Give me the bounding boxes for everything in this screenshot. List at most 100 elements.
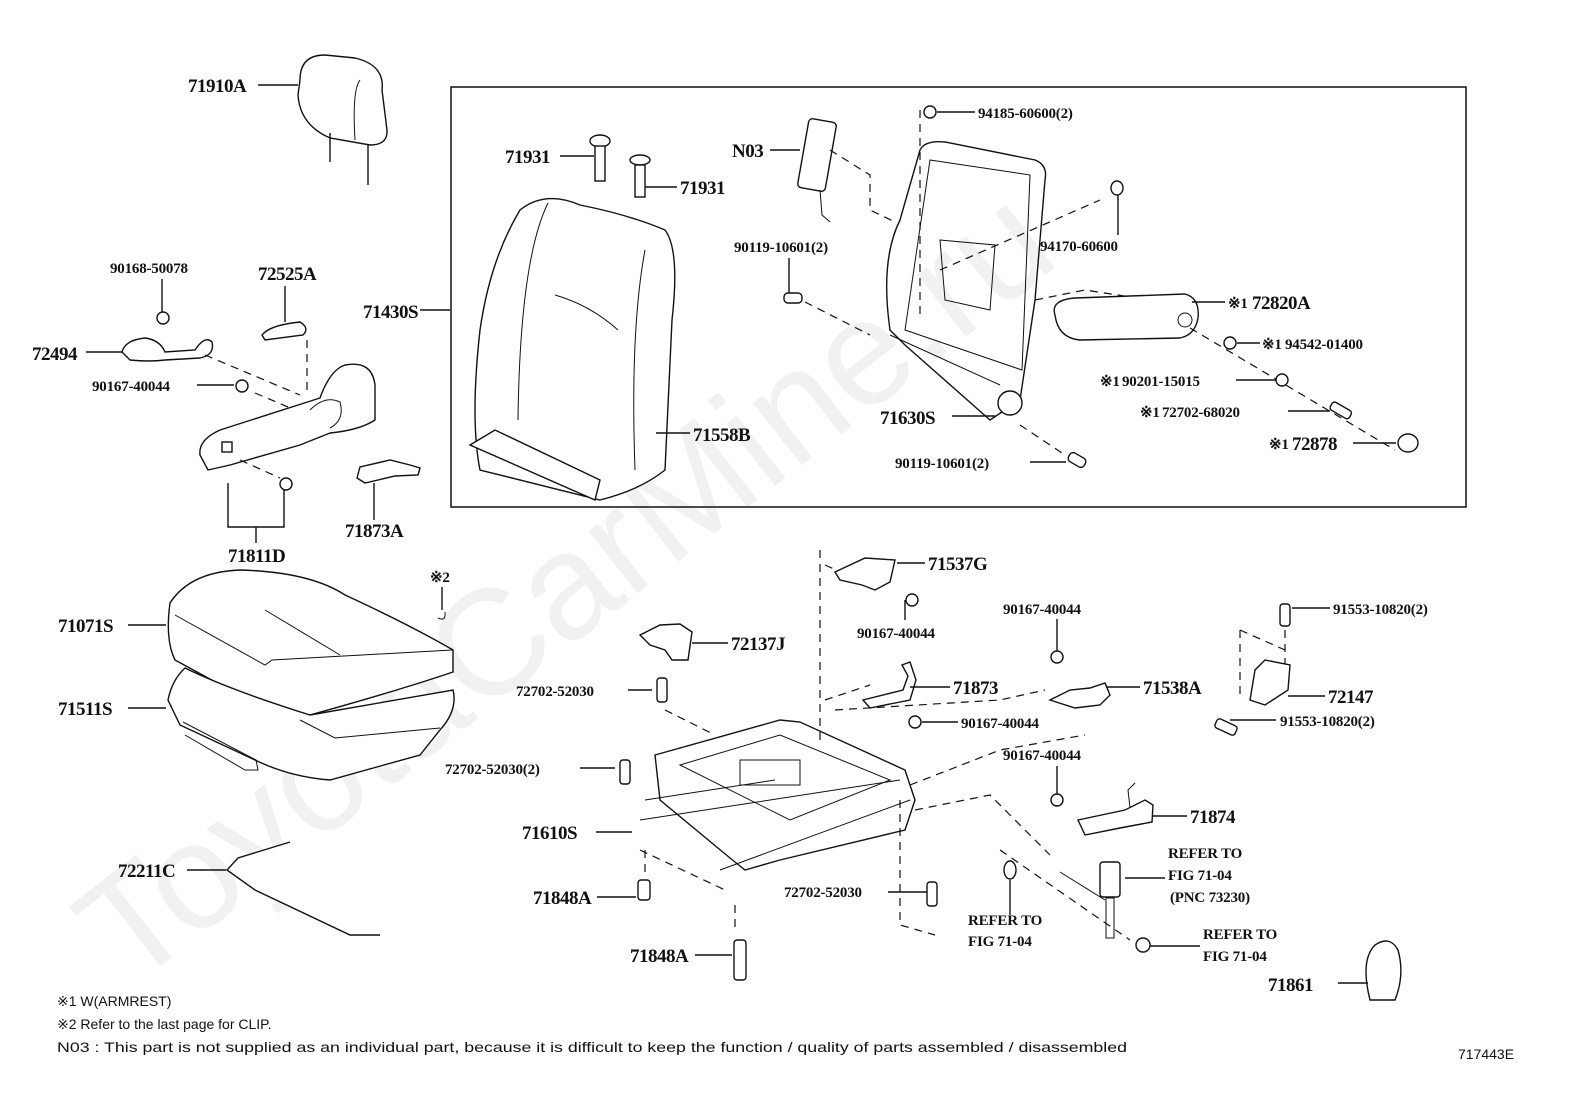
clip-71811D[interactable] (279, 477, 293, 491)
seatback-cover-part[interactable] (468, 197, 676, 501)
seat-track-71610S[interactable] (639, 719, 916, 871)
refer-buckle-line2: FIG 71-04 (1168, 868, 1232, 884)
label-71874: 71874 (1190, 807, 1236, 828)
side-airbag-part[interactable] (797, 118, 837, 223)
bolt-72702-52030-2[interactable] (619, 759, 631, 785)
label-72878: 72878 (1292, 434, 1337, 455)
clip-icon (437, 611, 446, 620)
wire-72211C[interactable] (225, 841, 380, 936)
cover-71861[interactable] (1365, 940, 1402, 1001)
label-90201-15015: 90201-15015 (1122, 374, 1200, 390)
screw-90167-71537G[interactable] (905, 593, 919, 607)
bolt-72702-68020[interactable] (1329, 401, 1353, 420)
label-90167-40044-71873: 90167-40044 (961, 716, 1039, 732)
bolt-90119-upper[interactable] (783, 292, 803, 304)
mark-1-72820A: ※1 (1228, 296, 1248, 312)
bolt-91553-bottom[interactable] (1214, 718, 1238, 736)
mark-1-72702: ※1 (1140, 405, 1160, 421)
seatback-group-box (450, 86, 1467, 508)
refer-a-line1: REFER TO (968, 913, 1042, 929)
washer-94542[interactable] (1223, 336, 1237, 350)
anchor-plate[interactable] (1003, 860, 1017, 880)
bracket-72147[interactable] (1249, 659, 1291, 706)
pin-71848A-1[interactable] (637, 879, 651, 901)
screw-90167-shield[interactable] (235, 379, 249, 393)
bracket-71873[interactable] (861, 661, 917, 709)
label-72494: 72494 (32, 344, 78, 365)
label-72211C: 72211C (118, 861, 175, 882)
mark-1-72878: ※1 (1269, 437, 1289, 453)
label-94185-60600: 94185-60600(2) (978, 106, 1073, 122)
label-71071S: 71071S (58, 616, 113, 637)
label-72137J: 72137J (731, 634, 785, 655)
headrest-part[interactable] (297, 54, 388, 185)
note-2: ※2 Refer to the last page for CLIP. (57, 1016, 272, 1032)
grommet-94170[interactable] (1110, 180, 1124, 196)
screw-90167-71873[interactable] (908, 715, 922, 729)
label-90167-40044-71537G: 90167-40044 (857, 626, 935, 642)
bolt-90119-lower[interactable] (1067, 451, 1088, 469)
label-71430S: 71430S (363, 302, 418, 323)
screw-90167-71874[interactable] (1050, 793, 1064, 807)
label-71931-1: 71931 (505, 147, 550, 168)
label-90119-10601-upper: 90119-10601(2) (734, 240, 828, 256)
label-N03: N03 (732, 141, 763, 162)
armrest-part[interactable] (1053, 293, 1199, 341)
bolt-91553-top[interactable] (1279, 603, 1291, 627)
label-71848A-2: 71848A (630, 946, 689, 967)
figure-id: 717443E (1458, 1046, 1514, 1062)
note-n03: N03 : This part is not supplied as an in… (57, 1039, 1127, 1055)
label-71811D: 71811D (228, 546, 285, 567)
cushion-pad-71511S[interactable] (167, 667, 455, 781)
refer-b-line1: REFER TO (1203, 927, 1277, 943)
label-90167-40044-shield: 90167-40044 (92, 379, 170, 395)
refer-buckle-line3: (PNC 73230) (1170, 890, 1250, 906)
label-clip-note: ※2 (430, 570, 450, 586)
bolt-72702-52030-3[interactable] (926, 881, 938, 907)
headrest-support-pin-1[interactable] (589, 134, 611, 182)
label-71873: 71873 (953, 678, 998, 699)
label-72702-52030-3: 72702-52030 (784, 885, 862, 901)
label-72525A: 72525A (258, 264, 317, 285)
nut-94185[interactable] (923, 105, 937, 119)
bolt-72702-52030-1[interactable] (656, 677, 668, 703)
recliner-handle-72494[interactable] (121, 337, 214, 362)
headrest-support-pin-2[interactable] (629, 154, 651, 198)
label-71630S: 71630S (880, 408, 935, 429)
washer-90201[interactable] (1275, 373, 1289, 387)
label-71931-2: 71931 (680, 178, 725, 199)
label-94542-01400: 94542-01400 (1285, 337, 1363, 353)
label-94170-60600: 94170-60600 (1040, 239, 1118, 255)
cover-72137J[interactable] (638, 623, 693, 661)
label-90167-40044-71538A: 90167-40044 (1003, 602, 1081, 618)
seat-belt-buckle[interactable] (1059, 861, 1121, 939)
label-90168-50078: 90168-50078 (110, 261, 188, 277)
refer-b-line2: FIG 71-04 (1203, 949, 1267, 965)
screw-90167-71538A[interactable] (1050, 650, 1064, 664)
label-71910A: 71910A (188, 76, 247, 97)
shield-71811D[interactable] (199, 363, 376, 471)
bracket-71538A[interactable] (1048, 682, 1111, 709)
refer-buckle-line1: REFER TO (1168, 846, 1242, 862)
label-71537G: 71537G (928, 554, 988, 575)
label-90167-40044-71874: 90167-40044 (1003, 748, 1081, 764)
mark-1-90201: ※1 (1100, 374, 1120, 390)
label-90119-10601-lower: 90119-10601(2) (895, 456, 989, 472)
refer-a-line2: FIG 71-04 (968, 934, 1032, 950)
label-72702-68020: 72702-68020 (1162, 405, 1240, 421)
pin-71848A-2[interactable] (733, 939, 747, 981)
lever-cover-72525A[interactable] (261, 321, 307, 341)
bracket-71873A[interactable] (356, 459, 421, 484)
seatback-frame-part[interactable] (885, 140, 1047, 421)
buckle-nut[interactable] (1135, 937, 1151, 953)
label-91553-10820-top: 91553-10820(2) (1333, 602, 1428, 618)
label-71558B: 71558B (693, 425, 751, 446)
label-91553-10820-bottom: 91553-10820(2) (1280, 714, 1375, 730)
screw-90168[interactable] (156, 311, 170, 325)
label-71511S: 71511S (58, 699, 112, 720)
label-71861: 71861 (1268, 975, 1313, 996)
bracket-71874[interactable] (1076, 782, 1154, 836)
bracket-71537G[interactable] (833, 557, 896, 591)
cap-72878[interactable] (1397, 433, 1419, 453)
